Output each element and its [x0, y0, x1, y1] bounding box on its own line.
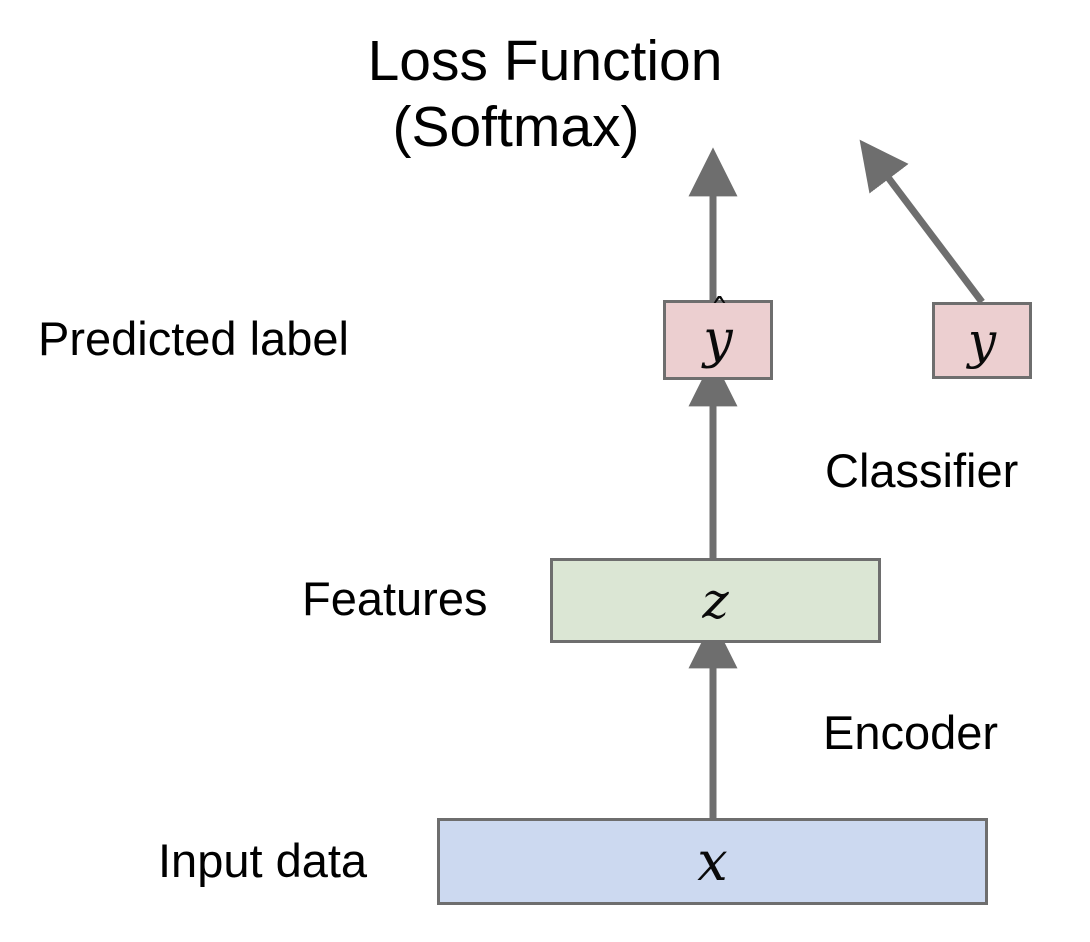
input-data-label-text: Input data — [158, 834, 368, 887]
predicted-label-text: Predicted label — [38, 312, 349, 365]
encoder-label-text: Encoder — [823, 706, 999, 759]
node-box-y: y — [932, 302, 1032, 379]
x-glyph: x — [697, 829, 728, 893]
y-hat-letter: y — [703, 310, 733, 370]
title-line-2: (Softmax) — [392, 95, 640, 160]
loss-function-title: Loss Function (Softmax) — [0, 28, 1090, 160]
z-glyph: z — [702, 571, 729, 630]
node-box-y-hat: ˆ y — [663, 294, 773, 380]
node-box-x: x — [437, 818, 988, 905]
classifier-label-text: Classifier — [825, 444, 1019, 497]
node-box-z: z — [550, 558, 881, 643]
circumflex-accent: ˆ — [710, 291, 729, 336]
y-hat-glyph: ˆ y — [703, 294, 732, 366]
y-glyph: y — [967, 311, 997, 370]
features-label-text: Features — [302, 572, 488, 625]
title-line-1: Loss Function — [367, 29, 723, 93]
arrow-y-to-loss — [859, 139, 985, 305]
